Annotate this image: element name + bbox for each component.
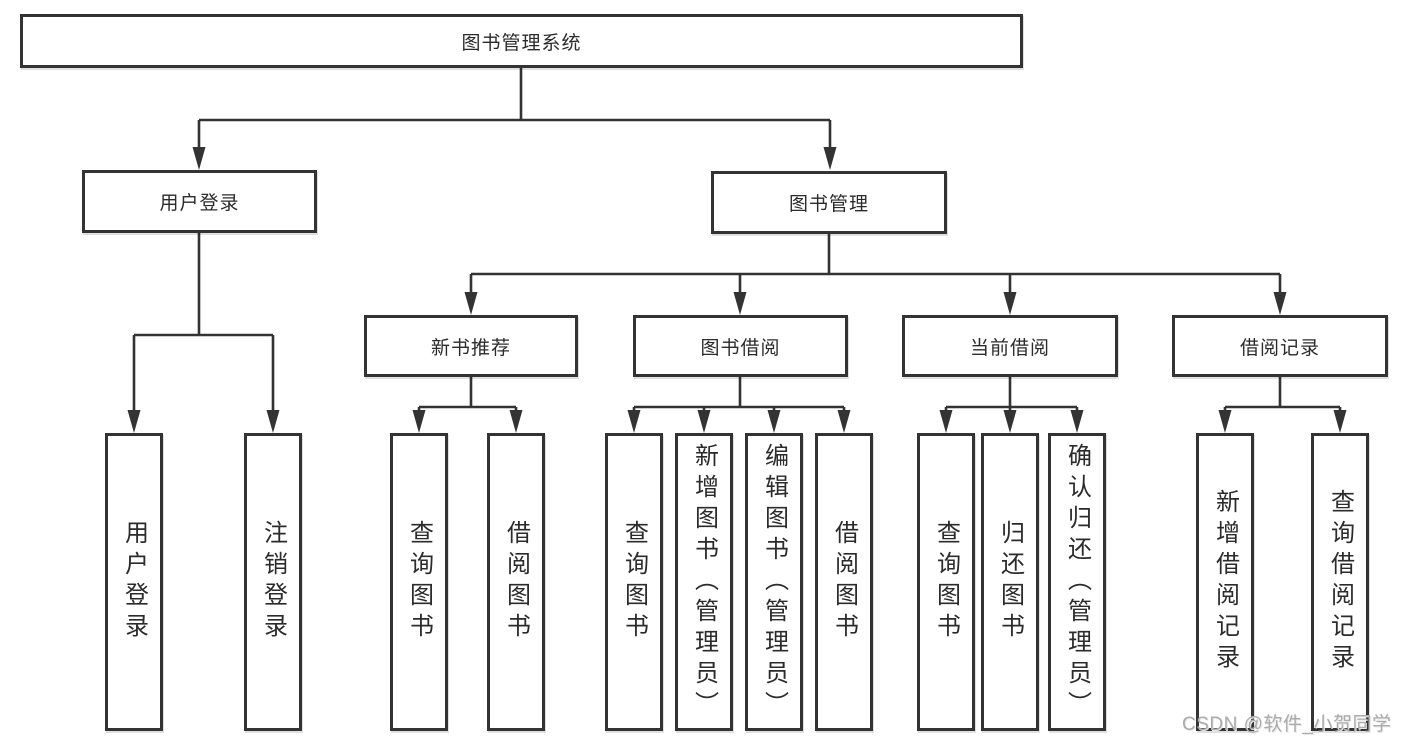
leaf-confirm-return-admin: 确认归还（管理员） — [1048, 433, 1106, 731]
leaf-add-books-admin: 新增图书（管理员） — [675, 433, 733, 731]
node-label: 新书推荐 — [430, 337, 511, 359]
leaf-return-books: 归还图书 — [981, 433, 1039, 731]
node-label: 查询图书 — [620, 520, 648, 644]
leaf-add-borrow-record: 新增借阅记录 — [1196, 433, 1254, 731]
csdn-watermark: CSDN @软件_小贺同学 — [1182, 714, 1392, 735]
node-book-borrowing: 图书借阅 — [633, 315, 848, 377]
node-book-management: 图书管理 — [711, 171, 947, 234]
leaf-user-login: 用户登录 — [105, 433, 163, 731]
node-label: 当前借阅 — [969, 337, 1050, 359]
node-label: 查询图书 — [932, 520, 960, 644]
node-label: 图书借阅 — [700, 337, 781, 359]
leaf-query-books-recommend: 查询图书 — [390, 433, 448, 731]
leaf-edit-books-admin: 编辑图书（管理员） — [745, 433, 803, 731]
leaf-logout: 注销登录 — [244, 433, 302, 731]
leaf-borrow-books: 借阅图书 — [815, 433, 873, 731]
leaf-query-books-current: 查询图书 — [917, 433, 975, 731]
node-borrowing-records: 借阅记录 — [1172, 315, 1388, 377]
node-label: 借阅图书 — [502, 520, 530, 644]
node-label: 新增借阅记录 — [1211, 489, 1239, 675]
node-label: 查询借阅记录 — [1326, 489, 1354, 675]
node-label: 归还图书 — [996, 520, 1024, 644]
leaf-query-borrow-record: 查询借阅记录 — [1311, 433, 1369, 731]
node-label: 注销登录 — [259, 520, 287, 644]
node-label: 新增图书（管理员） — [690, 442, 718, 722]
node-current-borrowing: 当前借阅 — [902, 315, 1118, 377]
node-user-login: 用户登录 — [82, 170, 317, 233]
node-label: 借阅记录 — [1239, 337, 1320, 359]
node-label: 用户登录 — [120, 520, 148, 644]
node-label: 查询图书 — [405, 520, 433, 644]
leaf-borrow-books-recommend: 借阅图书 — [487, 433, 545, 731]
node-label: 用户登录 — [159, 193, 240, 214]
node-label: 编辑图书（管理员） — [760, 442, 788, 722]
node-label: 借阅图书 — [830, 520, 858, 644]
node-label: 图书管理 — [788, 194, 869, 215]
node-label: 图书管理系统 — [461, 32, 582, 54]
node-new-book-recommendation: 新书推荐 — [364, 315, 578, 377]
leaf-query-books-borrowing: 查询图书 — [605, 433, 663, 731]
node-label: 确认归还（管理员） — [1063, 442, 1091, 722]
node-library-management-system: 图书管理系统 — [20, 14, 1023, 68]
